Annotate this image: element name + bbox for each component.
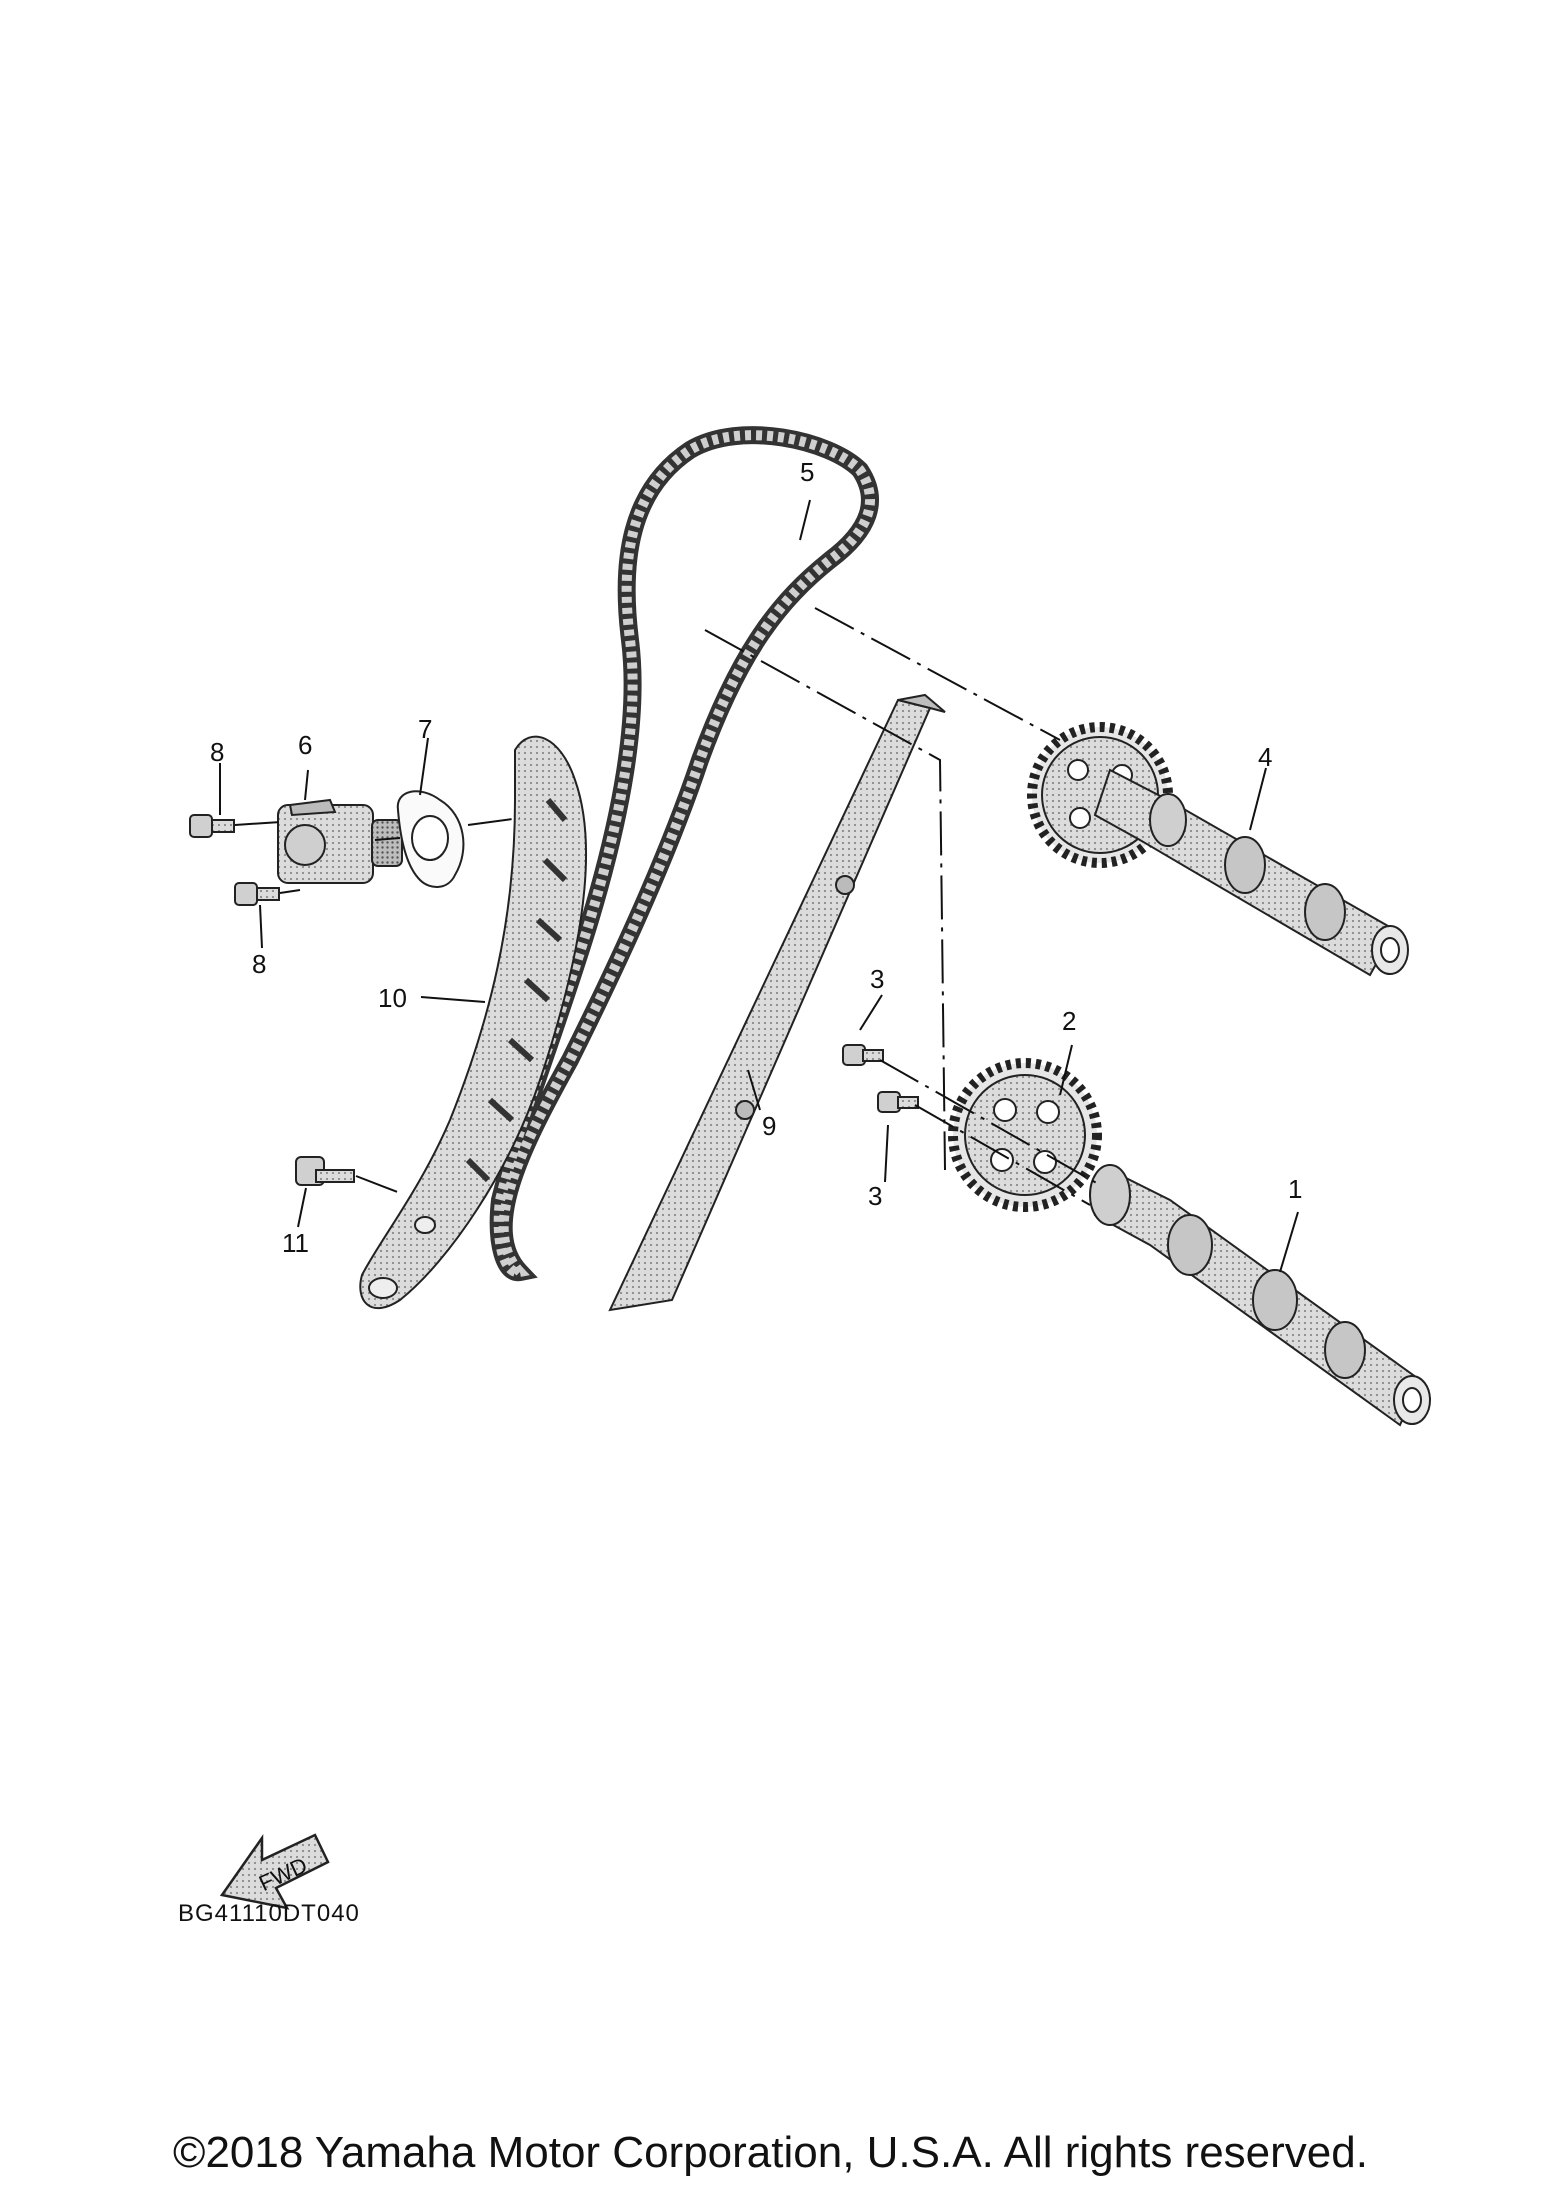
intake-camshaft-sprocket <box>948 1058 1102 1212</box>
callout-10: 10 <box>378 983 407 1013</box>
callout-3-upper: 3 <box>870 964 884 994</box>
chain-tensioner <box>277 798 403 884</box>
chain-guide <box>608 693 946 1312</box>
tensioner-bolt-upper <box>189 814 235 838</box>
callout-8-lower: 8 <box>252 949 266 979</box>
callout-4: 4 <box>1258 742 1272 772</box>
sprocket-bolt-lower <box>877 1091 919 1113</box>
guide-pivot-bolt <box>295 1156 355 1186</box>
copyright-notice: ©2018 Yamaha Motor Corporation, U.S.A. A… <box>173 2128 1368 2177</box>
callout-1: 1 <box>1288 1174 1302 1204</box>
callout-3-lower: 3 <box>868 1181 882 1211</box>
tensioner-bolt-lower <box>234 882 280 906</box>
callout-9: 9 <box>762 1111 776 1141</box>
callout-5: 5 <box>800 457 814 487</box>
tensioner-guide <box>359 735 587 1310</box>
callout-labels: 1 2 3 3 4 5 6 7 8 8 9 10 11 <box>210 457 1302 1258</box>
callout-2: 2 <box>1062 1006 1076 1036</box>
sprocket-bolt-upper <box>842 1044 884 1066</box>
callout-6: 6 <box>298 730 312 760</box>
exhaust-camshaft <box>1027 722 1409 977</box>
callout-8-upper: 8 <box>210 737 224 767</box>
intake-camshaft <box>1089 1164 1431 1427</box>
leader-lines <box>219 499 1299 1273</box>
drawing-code: BG41110DT040 <box>178 1900 360 1927</box>
callout-11: 11 <box>282 1228 309 1258</box>
callout-7: 7 <box>418 714 432 744</box>
forward-arrow-icon: FWD <box>219 1833 330 1910</box>
assembly-axis-lines <box>234 607 1101 1206</box>
tensioner-gasket <box>396 790 465 888</box>
